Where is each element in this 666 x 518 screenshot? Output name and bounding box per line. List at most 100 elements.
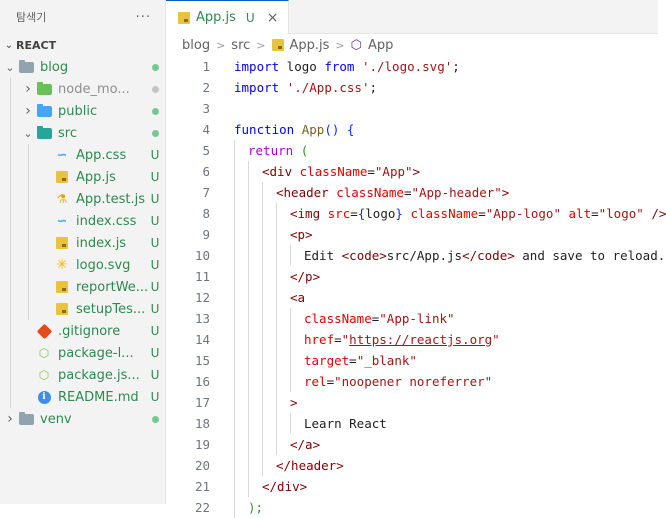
code-token: "App-logo" xyxy=(485,206,561,221)
code-token: "logo" xyxy=(598,206,644,221)
code-token: './logo.svg' xyxy=(361,59,453,74)
code-text: href="https://reactjs.org" xyxy=(210,332,500,347)
tree-folder-src[interactable]: ⌄src xyxy=(0,122,165,144)
tree-item-label: App.css xyxy=(76,147,127,163)
code-token: return xyxy=(248,143,294,158)
code-line[interactable]: 7<header className="App-header"> xyxy=(166,182,658,203)
tree-item-label: venv xyxy=(40,411,72,427)
code-line[interactable]: 20</header> xyxy=(166,455,658,476)
tree-file[interactable]: ⬡package.js...U xyxy=(0,364,165,386)
json-file-icon: ⬡ xyxy=(38,346,50,360)
editor-pane: App.js U × blog > src > App.js > ⬡ App 1… xyxy=(166,0,666,518)
code-text: </p> xyxy=(210,269,320,284)
tree-folder-venv[interactable]: ›venv xyxy=(0,408,165,430)
line-number: 7 xyxy=(202,185,210,200)
tab-app-js[interactable]: App.js U × xyxy=(166,0,290,34)
indent-guide xyxy=(10,210,11,232)
breadcrumb-src[interactable]: src xyxy=(231,37,251,53)
code-line[interactable]: 21</div> xyxy=(166,476,658,497)
code-line[interactable]: 12 <a xyxy=(166,287,658,308)
tree-folder-public[interactable]: ›public xyxy=(0,100,165,122)
close-icon[interactable]: × xyxy=(266,9,279,26)
indent-guide xyxy=(276,434,277,455)
chevron-right-icon: > xyxy=(256,38,266,52)
code-line[interactable]: 6<div className="App"> xyxy=(166,161,658,182)
breadcrumb-file[interactable]: App.js xyxy=(289,37,330,53)
javascript-file-icon xyxy=(56,171,68,183)
code-text: return ( xyxy=(210,143,308,158)
indent-guide xyxy=(10,276,11,298)
indent-guide xyxy=(262,266,263,287)
indent-guide xyxy=(28,144,29,166)
info-icon: i xyxy=(37,390,51,404)
indent-guide xyxy=(234,392,235,413)
tree-file[interactable]: ⬡package-l...U xyxy=(0,342,165,364)
code-line[interactable]: 11</p> xyxy=(166,266,658,287)
line-number: 14 xyxy=(194,332,210,347)
code-line[interactable]: 19</a> xyxy=(166,434,658,455)
code-text: rel="noopener noreferrer" xyxy=(210,374,492,389)
file-icon-wrapper: ∽ xyxy=(54,213,70,229)
tab-bar: App.js U × xyxy=(166,0,658,34)
line-number: 12 xyxy=(194,290,210,305)
breadcrumb-symbol[interactable]: App xyxy=(368,37,394,53)
code-line[interactable]: 8<img src={logo} className="App-logo" al… xyxy=(166,203,666,224)
code-line[interactable]: 9<p> xyxy=(166,224,658,245)
chevron-down-icon: ⌄ xyxy=(5,60,15,74)
code-token: <a xyxy=(290,290,306,305)
tree-file[interactable]: reportWe...U xyxy=(0,276,165,298)
code-line[interactable]: 3 xyxy=(166,98,658,119)
code-token: rel xyxy=(304,374,327,389)
code-token: src/App.js xyxy=(386,248,463,263)
explorer-sidebar: 탐색기 ··· ⌄ REACT ⌄blog›node_mo...›public⌄… xyxy=(0,0,166,504)
code-token: > xyxy=(412,164,421,179)
tree-folder-node-mo-[interactable]: ›node_mo... xyxy=(0,78,165,100)
file-icon-wrapper xyxy=(18,59,34,75)
code-token: /> xyxy=(651,206,666,221)
indent-guide xyxy=(248,434,249,455)
breadcrumb-blog[interactable]: blog xyxy=(182,37,211,53)
workspace-section[interactable]: ⌄ REACT xyxy=(0,34,165,56)
code-token: = xyxy=(367,164,375,179)
tree-folder-blog[interactable]: ⌄blog xyxy=(0,56,165,78)
tree-file[interactable]: setupTes...U xyxy=(0,298,165,320)
file-icon-wrapper: i xyxy=(36,389,52,405)
indent-guide xyxy=(276,203,277,224)
javascript-file-icon xyxy=(56,237,68,249)
code-text: target="_blank" xyxy=(210,353,417,368)
more-actions-icon[interactable]: ··· xyxy=(135,9,151,25)
indent-guide xyxy=(234,308,235,329)
untracked-badge: U xyxy=(150,280,160,294)
file-icon-wrapper xyxy=(36,125,52,141)
code-line[interactable]: 17> xyxy=(166,392,658,413)
code-token: </p> xyxy=(290,269,321,284)
file-icon-wrapper xyxy=(36,323,52,339)
code-token: </header> xyxy=(276,458,344,473)
code-line[interactable]: 22); xyxy=(166,497,658,518)
indent-guide xyxy=(276,308,277,329)
folder-icon xyxy=(36,81,52,95)
indent-guide xyxy=(234,455,235,476)
code-token: './App.css' xyxy=(286,80,370,95)
indent-guide xyxy=(234,266,235,287)
code-token: = xyxy=(591,206,599,221)
